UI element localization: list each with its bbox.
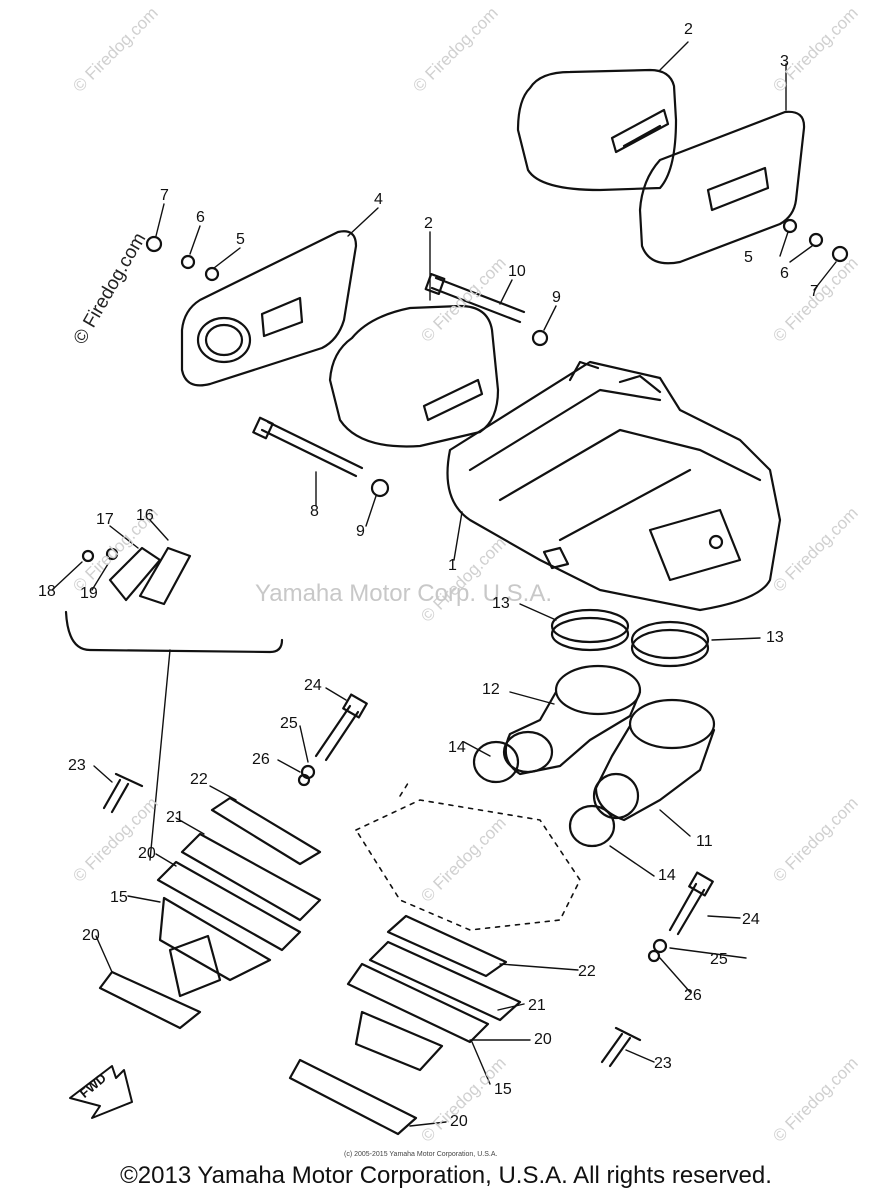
callout-22: 22	[190, 771, 208, 788]
callout-11: 11	[696, 833, 713, 850]
callout-13: 13	[766, 629, 784, 646]
callout-20: 20	[138, 845, 156, 862]
callout-17: 17	[96, 511, 114, 528]
callout-20: 20	[450, 1113, 468, 1130]
intake-joint-12	[502, 664, 642, 776]
callout-20: 20	[534, 1031, 552, 1048]
callout-25: 25	[710, 951, 728, 968]
callout-26: 26	[252, 751, 270, 768]
callout-14: 14	[448, 739, 466, 756]
callout-18: 18	[38, 583, 56, 600]
clamp-13-left	[550, 608, 630, 652]
callout-25: 25	[280, 715, 298, 732]
callout-26: 26	[684, 987, 702, 1004]
cylinder-outline	[355, 779, 581, 931]
bolt-10	[424, 272, 526, 324]
nut-6-left	[180, 254, 196, 270]
leader-lines	[51, 41, 837, 1127]
reed-parts-group	[64, 546, 284, 654]
callout-20: 20	[82, 927, 100, 944]
screw-7-right	[831, 245, 849, 263]
footer-copyright: ©2013 Yamaha Motor Corporation, U.S.A. A…	[120, 1162, 772, 1189]
callout-5: 5	[744, 249, 753, 266]
callout-3: 3	[780, 53, 789, 70]
callout-6: 6	[780, 265, 789, 282]
callout-9: 9	[356, 523, 365, 540]
intake-joint-11	[592, 698, 716, 822]
watermark-brand: Yamaha Motor Corp. U.S.A.	[255, 580, 552, 607]
reed-stack-right	[288, 914, 522, 1136]
callout-21: 21	[528, 997, 546, 1014]
bolt-24-right	[668, 871, 714, 936]
callout-23: 23	[654, 1055, 672, 1072]
bolt-8	[252, 416, 364, 478]
callout-23: 23	[68, 757, 86, 774]
callout-5: 5	[236, 231, 245, 248]
callout-2: 2	[424, 215, 433, 232]
hose-clamp-14-lower	[568, 804, 616, 848]
callout-21: 21	[166, 809, 184, 826]
callout-24: 24	[742, 911, 760, 928]
callout-22: 22	[578, 963, 596, 980]
callout-13: 13	[492, 595, 510, 612]
spring-washer-25-right	[652, 938, 668, 954]
bolt-23-right	[600, 1026, 642, 1068]
filter-cover	[638, 110, 806, 265]
callout-16: 16	[136, 507, 154, 524]
washer-26-left	[297, 773, 311, 787]
hose-clamp-14-upper	[472, 740, 520, 784]
filter-element-top	[516, 68, 678, 192]
fwd-arrow	[69, 1065, 133, 1119]
small-copyright: (c) 2005-2015 Yamaha Motor Corporation, …	[344, 1151, 498, 1158]
callout-15: 15	[494, 1081, 512, 1098]
callout-14: 14	[658, 867, 676, 884]
clamp-13-right	[630, 620, 710, 668]
nut-6-right	[808, 232, 824, 248]
callout-8: 8	[310, 503, 319, 520]
bolt-24-left	[314, 693, 368, 762]
callout-12: 12	[482, 681, 500, 698]
screw-7-left	[145, 235, 163, 253]
washer-9-top	[531, 329, 549, 347]
washer-5-right	[782, 218, 798, 234]
filter-element-middle	[328, 304, 500, 448]
callout-10: 10	[508, 263, 526, 280]
callout-1: 1	[448, 557, 457, 574]
washer-5-left	[204, 266, 220, 282]
air-box	[446, 360, 782, 612]
washer-26-right	[647, 949, 661, 963]
callout-4: 4	[374, 191, 383, 208]
callout-6: 6	[196, 209, 205, 226]
washer-9-mid	[370, 478, 390, 498]
callout-19: 19	[80, 585, 98, 602]
reed-stack-left	[98, 796, 322, 1030]
callout-2: 2	[684, 21, 693, 38]
bolt-23-left	[102, 772, 144, 814]
callout-9: 9	[552, 289, 561, 306]
callout-15: 15	[110, 889, 128, 906]
left-cover-plate	[180, 230, 358, 387]
callout-24: 24	[304, 677, 322, 694]
callout-7: 7	[810, 283, 819, 300]
callout-7: 7	[160, 187, 169, 204]
